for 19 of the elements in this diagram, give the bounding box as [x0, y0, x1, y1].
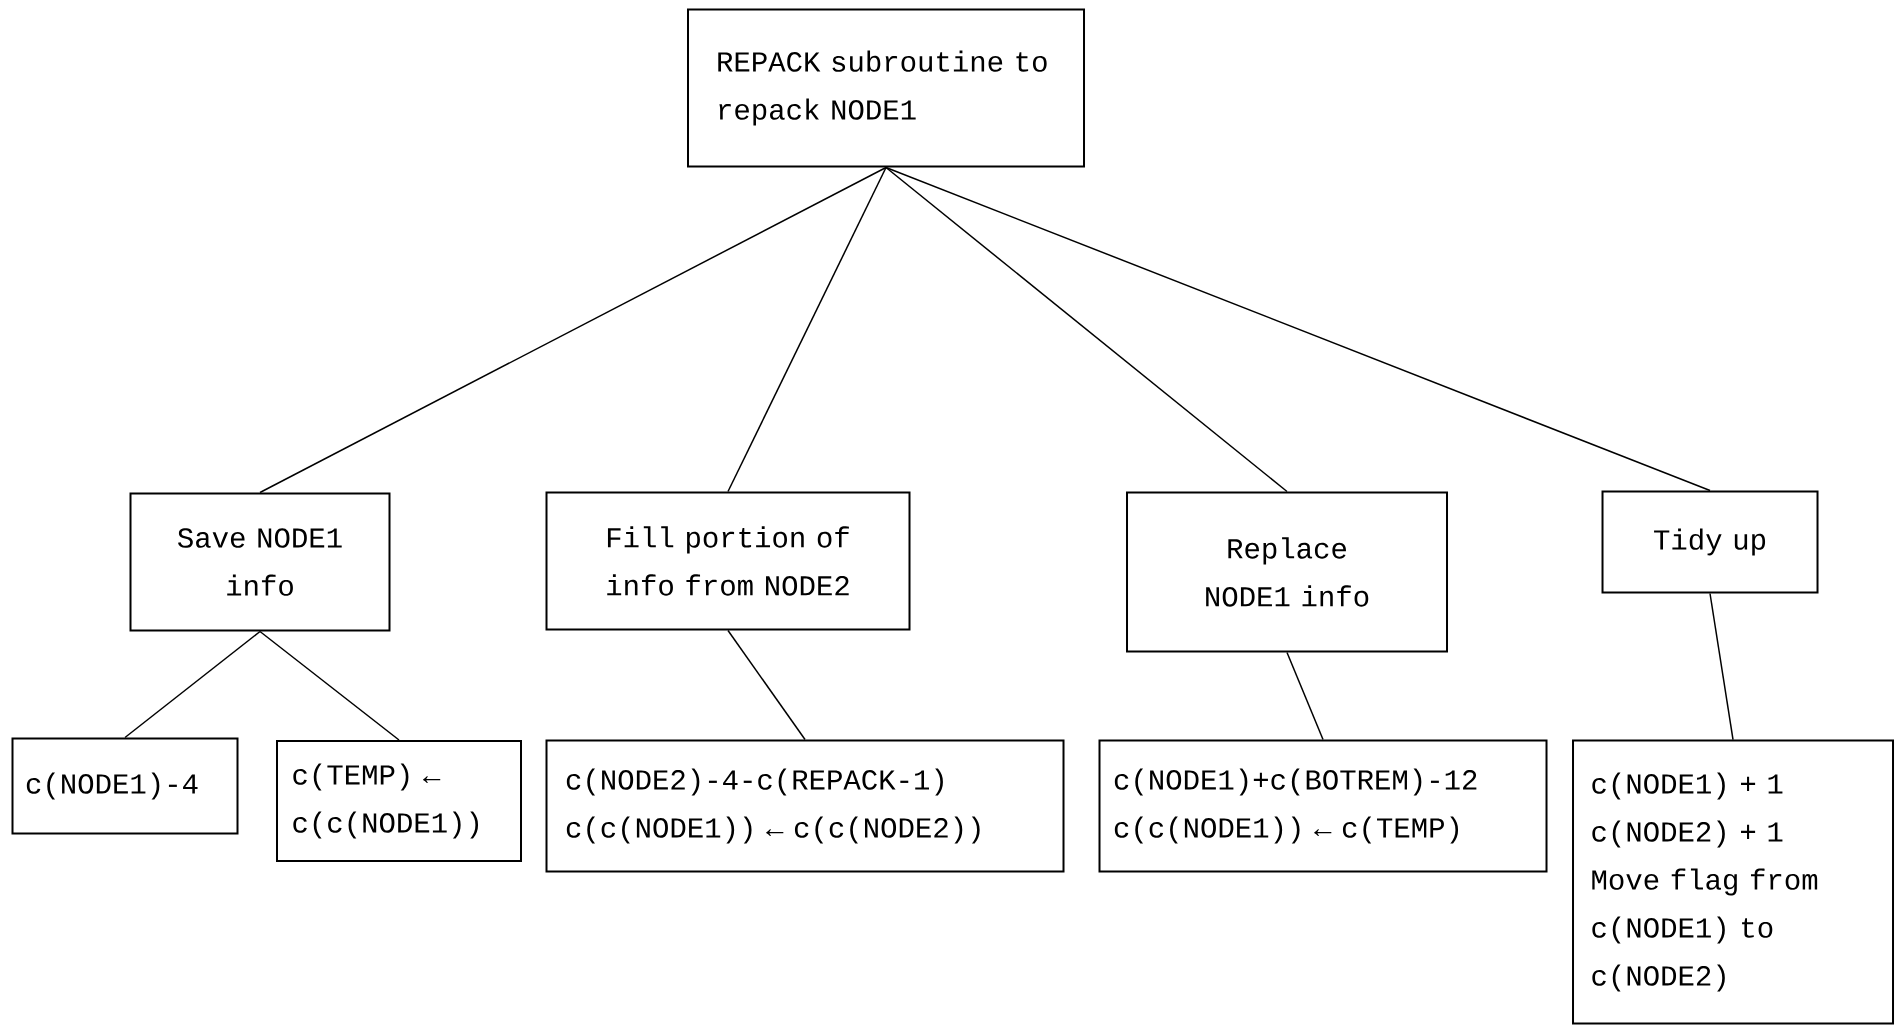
connector-line	[124, 630, 261, 739]
connector-line	[885, 166, 1288, 493]
connector-line	[885, 166, 1711, 492]
process-box: Tidy up	[1601, 490, 1819, 594]
process-box: Save NODE1 info	[129, 492, 391, 632]
connector-line	[259, 630, 400, 741]
step-box: c(NODE1)+c(BOTREM)-12 c(c(NODE1)) ← c(TEMP)	[1098, 739, 1548, 873]
process-box: Replace NODE1 info	[1126, 491, 1448, 653]
step-box: c(NODE1)-4	[11, 737, 239, 835]
step-box: c(NODE2)-4-c(REPACK-1) c(c(NODE1)) ← c(c(NODE2))	[545, 739, 1065, 873]
connector-line	[727, 166, 887, 493]
process-box: Fill portion of info from NODE2	[545, 491, 911, 631]
connector-line	[727, 629, 806, 741]
connector-line	[259, 166, 887, 494]
connector-line	[1709, 592, 1734, 741]
step-box: c(NODE1) + 1 c(NODE2) + 1 Move flag from c(NODE1) to c(NODE2)	[1572, 739, 1894, 1025]
root-box: REPACK subroutine to repack NODE1	[687, 8, 1085, 168]
connector-line	[1286, 651, 1324, 741]
step-box: c(TEMP) ← c(c(NODE1))	[276, 740, 522, 862]
